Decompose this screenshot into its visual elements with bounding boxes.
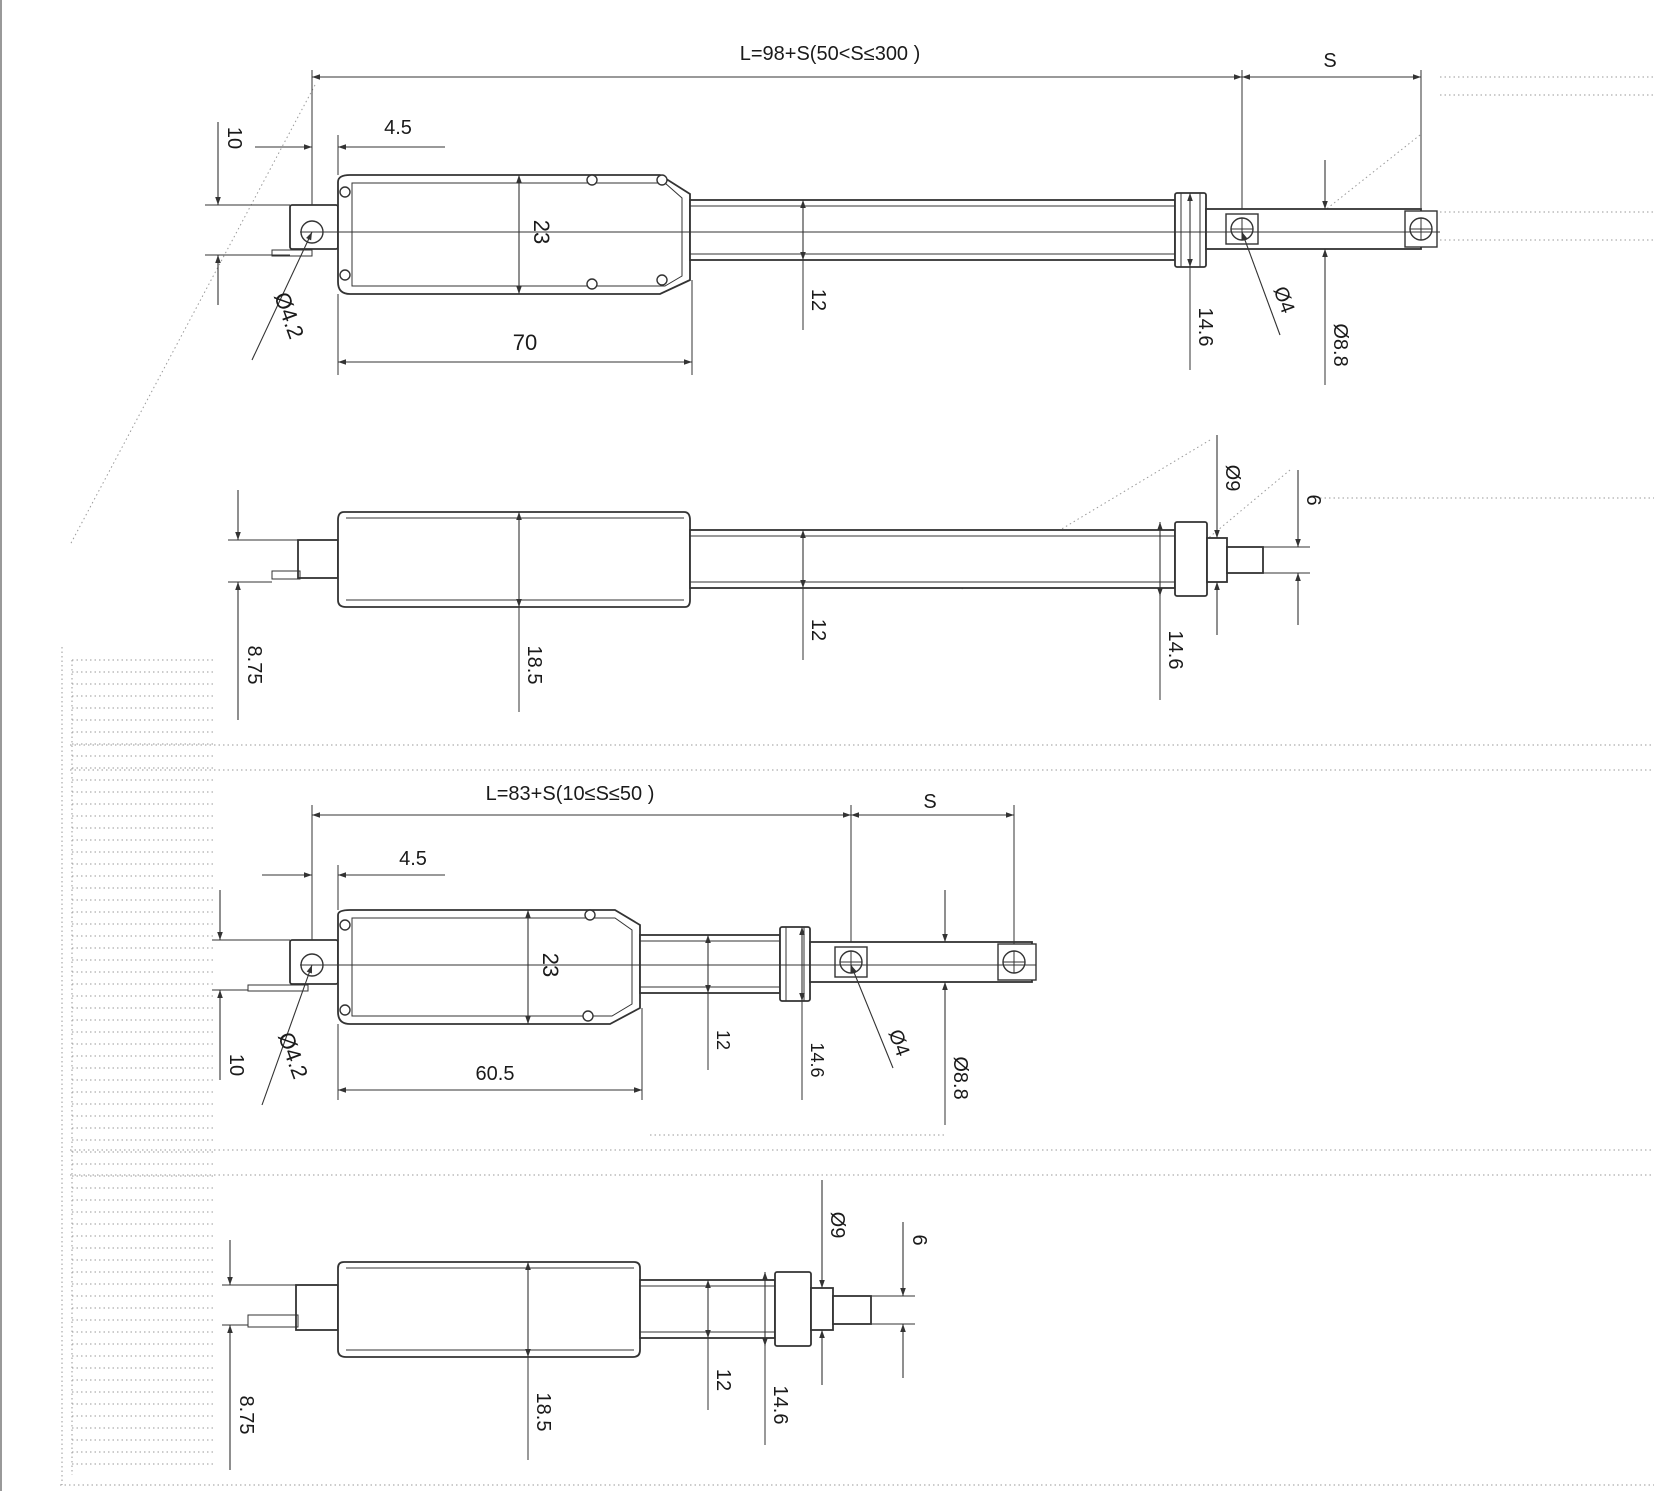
length-formula-label: L=83+S(10≤S≤50 ) [486, 783, 655, 805]
screw-icon [339, 269, 351, 281]
rod-tip [1226, 546, 1264, 574]
screw-icon [339, 186, 351, 198]
rear-tab-lip [271, 249, 313, 257]
stroke-label: S [923, 791, 936, 813]
height-dim-label: 8.75 [235, 1396, 257, 1435]
rear-hole-dim-label: Ø4.2 [273, 1029, 313, 1082]
screw-icon [582, 1010, 594, 1022]
length-formula-label: L=98+S(50<S≤300 ) [740, 43, 921, 65]
motor-housing [337, 1261, 641, 1358]
offset-dim-label: 4.5 [384, 117, 412, 139]
body-length-dim-label: 60.5 [476, 1063, 515, 1085]
hatch-lines [72, 659, 215, 1465]
motor-housing [337, 511, 691, 608]
rod-end-dim-label: Ø8.8 [949, 1056, 971, 1099]
screw-icon [586, 174, 598, 186]
nut-dim-label: Ø9 [826, 1212, 848, 1239]
tab-dim-label: 10 [223, 127, 245, 149]
rear-hole-dim-label: Ø4.2 [269, 289, 309, 342]
tube-collar [1174, 521, 1208, 597]
collar-dim-label: 14.6 [807, 1042, 827, 1077]
height-dim-label: 8.75 [243, 646, 265, 685]
outer-tube [689, 529, 1176, 589]
rear-connector [297, 539, 339, 579]
rod-dim-label: 12 [807, 289, 829, 311]
drawing-2-long-stroke-side-view: 8.75 18.5 12 14.6 Ø9 6 [228, 435, 1324, 720]
screw-icon [339, 919, 351, 931]
motor-housing [337, 909, 641, 1025]
rod-end-dim-label: Ø8.8 [1329, 323, 1351, 366]
screw-icon [656, 174, 668, 186]
offset-dim-label: 4.5 [399, 848, 427, 870]
rod-dim-label: 12 [807, 619, 829, 641]
rod-hole-dim-label: Ø4 [1269, 284, 1299, 317]
rod-nut [1206, 537, 1228, 583]
drawing-3-short-stroke-top-view: L=83+S(10≤S≤50 ) S 4.5 23 10 Ø4.2 60.5 1… [212, 783, 1037, 1125]
nut-dim-label: Ø9 [1221, 465, 1243, 492]
tube-collar [774, 1271, 812, 1347]
drawing-1-long-stroke-top-view: L=98+S(50<S≤300 ) S 4.5 10 23 Ø4.2 70 12… [205, 43, 1440, 385]
outer-tube [689, 199, 1176, 261]
collar-dim-label: 14.6 [1164, 631, 1186, 670]
body-dim-label: 18.5 [523, 646, 545, 685]
collar-dim-label: 14.6 [1194, 308, 1216, 347]
rod-dim-label: 12 [712, 1369, 734, 1391]
stroke-label: S [1323, 50, 1336, 72]
tip-dim-label: 6 [1302, 494, 1324, 505]
motor-housing [337, 174, 691, 295]
drawing-4-short-stroke-side-view: Ø9 6 12 14.6 18.5 8.75 [222, 1180, 930, 1470]
body-dim-label: 18.5 [532, 1393, 554, 1432]
screw-icon [339, 1004, 351, 1016]
rod-tip [832, 1295, 872, 1325]
collar-dim-label: 14.6 [769, 1386, 791, 1425]
outer-tube [639, 934, 781, 994]
rod-dim-label: 12 [713, 1030, 733, 1050]
height-dim-label: 23 [538, 953, 563, 977]
dotted-guide-lines [60, 76, 1654, 1486]
rod-nut [810, 1287, 834, 1331]
tip-dim-label: 6 [908, 1234, 930, 1245]
rod-hole-dim-label: Ø4 [884, 1027, 914, 1060]
screw-icon [656, 274, 668, 286]
tab-dim-label: 10 [225, 1054, 247, 1076]
body-length-dim-label: 70 [513, 330, 537, 355]
rear-connector [295, 1284, 339, 1331]
screw-icon [584, 909, 596, 921]
height-dim-label: 23 [529, 220, 554, 244]
tube-collar [779, 926, 811, 1002]
screw-icon [586, 278, 598, 290]
